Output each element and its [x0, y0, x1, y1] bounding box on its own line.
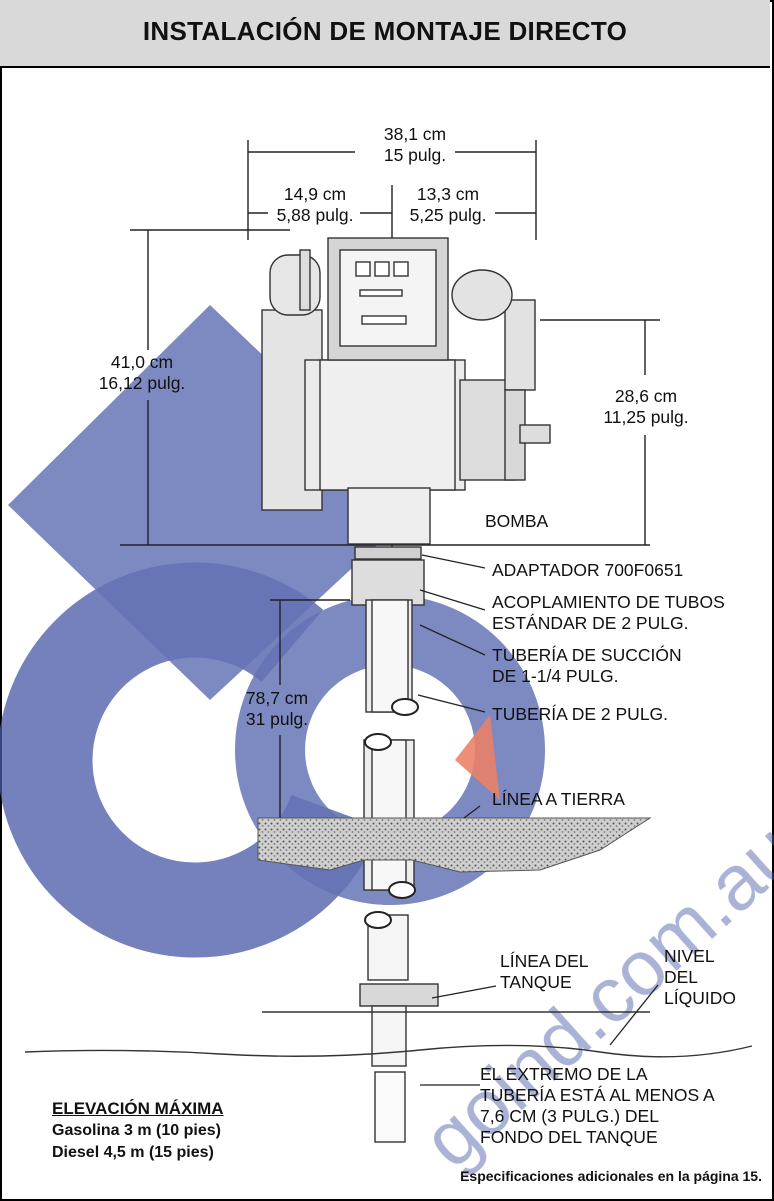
pipe-end-line-3: 7,6 CM (3 PULG.) DEL [480, 1106, 659, 1126]
tank-line-2: TANQUE [500, 972, 572, 992]
right-width-imperial: 5,25 pulg. [409, 205, 487, 225]
two-inch-pipe-callout: TUBERÍA DE 2 PULG. [492, 704, 669, 724]
suction-pipe-callout: TUBERÍA DE SUCCIÓN DE 1-1/4 PULG. [492, 645, 682, 687]
liquid-line-3: LÍQUIDO [664, 988, 736, 1008]
pipe-end-line-4: FONDO DEL TANQUE [480, 1127, 658, 1147]
pipe-break-marks [364, 698, 419, 929]
ground-soil [257, 817, 652, 873]
pipe-length-imperial: 31 pulg. [245, 709, 309, 729]
pump-callout: BOMBA [485, 511, 549, 531]
coupling-line-1: ACOPLAMIENTO DE TUBOS [492, 592, 725, 612]
suction-line-1: TUBERÍA DE SUCCIÓN [492, 645, 682, 665]
overall-width-metric: 38,1 cm [383, 124, 447, 144]
adapter-callout: ADAPTADOR 700F0651 [492, 560, 684, 580]
height-dimension-lines [120, 229, 660, 830]
tank-line-callout: LÍNEA DEL TANQUE [500, 951, 589, 993]
pump-body [261, 237, 551, 606]
pipe-length-label: 78,7 cm 31 pulg. [222, 688, 332, 730]
footer-note: Especificaciones adicionales en la págin… [460, 1168, 762, 1184]
left-width-imperial: 5,88 pulg. [276, 205, 354, 225]
max-lift-gasoline: Gasolina 3 m (10 pies) [52, 1122, 221, 1139]
pipe-end-line-2: TUBERÍA ESTÁ AL MENOS A [480, 1085, 715, 1105]
max-lift-block: ELEVACIÓN MÁXIMA Gasolina 3 m (10 pies) … [52, 1098, 224, 1164]
overall-width-label: 38,1 cm 15 pulg. [360, 124, 470, 166]
left-width-label: 14,9 cm 5,88 pulg. [268, 184, 362, 226]
right-width-metric: 13,3 cm [416, 184, 480, 204]
suction-line-2: DE 1-1/4 PULG. [492, 666, 619, 686]
callout-leaders [417, 554, 659, 1086]
right-width-label: 13,3 cm 5,25 pulg. [400, 184, 496, 226]
pump-height-metric: 28,6 cm [614, 386, 678, 406]
pump-height-label: 28,6 cm 11,25 pulg. [590, 386, 702, 428]
left-width-metric: 14,9 cm [283, 184, 347, 204]
title-bar: INSTALACIÓN DE MONTAJE DIRECTO [0, 0, 770, 68]
liquid-line-1: NIVEL [664, 946, 715, 966]
pipe-end-callout: EL EXTREMO DE LA TUBERÍA ESTÁ AL MENOS A… [480, 1064, 715, 1148]
coupling-line-2: ESTÁNDAR DE 2 PULG. [492, 613, 689, 633]
tank-line-1: LÍNEA DEL [500, 951, 589, 971]
overall-height-label: 41,0 cm 16,12 pulg. [82, 352, 202, 394]
max-lift-title: ELEVACIÓN MÁXIMA [52, 1099, 224, 1118]
liquid-line-2: DEL [664, 967, 699, 987]
pipe-column [359, 599, 439, 1143]
tank-and-liquid-lines [24, 1011, 753, 1058]
overall-height-metric: 41,0 cm [110, 352, 174, 372]
page-title: INSTALACIÓN DE MONTAJE DIRECTO [142, 16, 628, 46]
pipe-length-metric: 78,7 cm [245, 688, 309, 708]
overall-height-imperial: 16,12 pulg. [98, 373, 186, 393]
coupling-callout: ACOPLAMIENTO DE TUBOS ESTÁNDAR DE 2 PULG… [492, 592, 725, 634]
overall-width-imperial: 15 pulg. [383, 145, 447, 165]
pump-height-imperial: 11,25 pulg. [603, 407, 689, 427]
liquid-level-callout: NIVEL DEL LÍQUIDO [664, 946, 736, 1009]
max-lift-diesel: Diesel 4,5 m (15 pies) [52, 1144, 214, 1161]
ground-line-callout: LÍNEA A TIERRA [492, 789, 625, 809]
pipe-end-line-1: EL EXTREMO DE LA [480, 1064, 648, 1084]
